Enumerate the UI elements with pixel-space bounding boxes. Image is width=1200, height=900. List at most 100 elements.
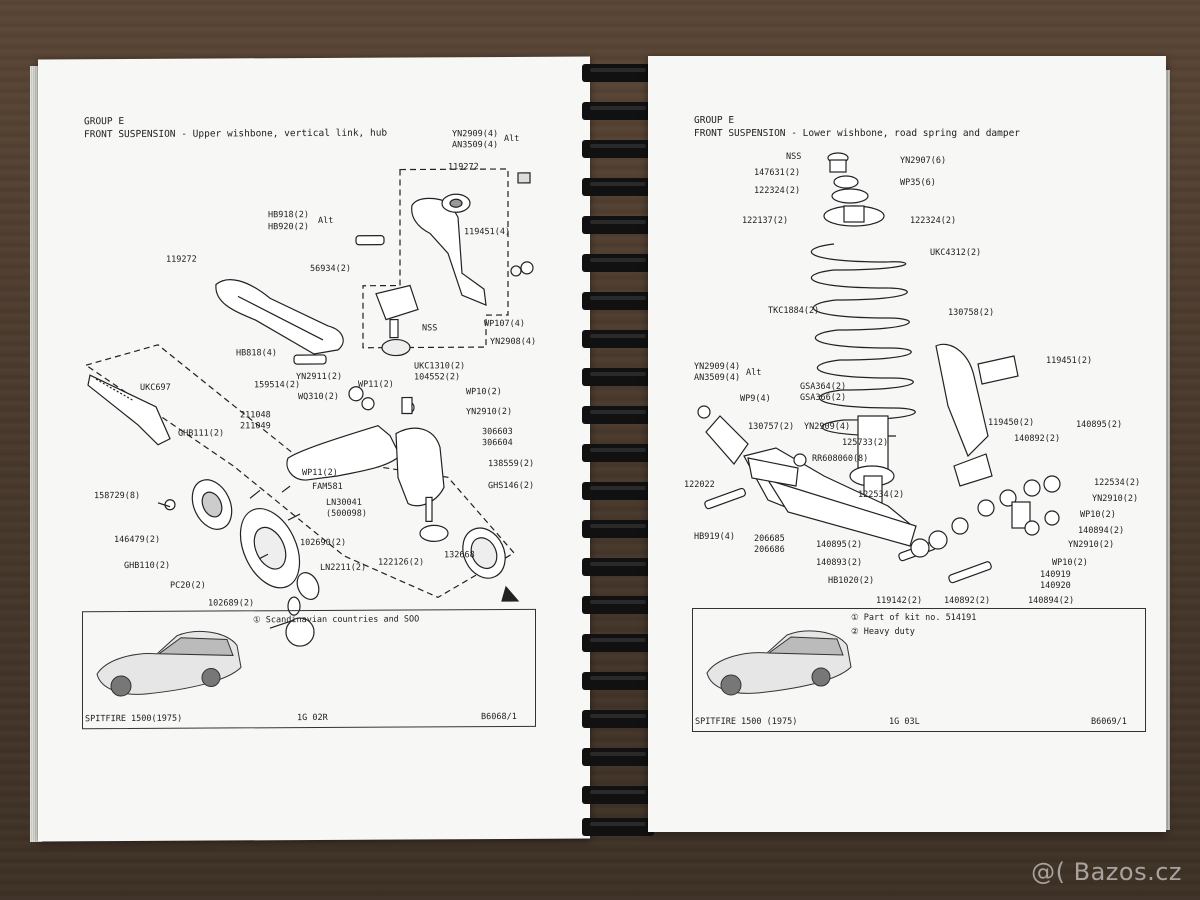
car-illustration	[706, 630, 852, 696]
part-label: WP35(6)	[900, 178, 936, 188]
part-label: 158729(8)	[94, 490, 141, 502]
part-label: WP11(2)	[358, 379, 394, 390]
part-label: 140895(2)	[1076, 420, 1123, 430]
part-label: GSA364(2)	[800, 382, 847, 392]
part-label: 56934(2)	[310, 263, 351, 275]
part-label: 306604	[482, 437, 513, 449]
left-exploded-diagram	[84, 168, 534, 647]
part-label: 140894(2)	[1078, 526, 1125, 536]
right-exploded-diagram	[697, 152, 1061, 584]
right-note-1: ① Part of kit no. 514191	[851, 613, 977, 623]
part-label: YN2910(2)	[1068, 540, 1115, 550]
part-label: 102690(2)	[300, 537, 347, 549]
binding-coil	[582, 634, 654, 652]
part-label: AN3509(4)	[694, 373, 741, 383]
part-label: 147631(2)	[754, 168, 801, 178]
part-label: 125733(2)	[842, 438, 889, 448]
part-label: HB920(2)	[268, 222, 309, 233]
part-label: LN30041	[326, 497, 362, 508]
right-note-2-text: Heavy duty	[863, 627, 915, 637]
part-label: YN2909(4)	[804, 422, 851, 432]
car-illustration	[96, 631, 242, 697]
part-label: UKC697	[140, 382, 171, 393]
part-label: YN2910(2)	[1092, 494, 1139, 504]
part-label: 119451(4)	[464, 226, 511, 238]
part-label: YN2910(2)	[466, 406, 513, 418]
part-label: WP107(4)	[484, 318, 525, 330]
binding-coil	[582, 818, 654, 836]
binding-coil	[582, 216, 654, 234]
left-footer-code: 1G 02R	[297, 712, 328, 724]
left-note-text: Scandinavian countries and SOO	[265, 614, 420, 626]
part-label: 140892(2)	[944, 596, 991, 606]
part-label: NSS	[422, 323, 438, 334]
part-label: YN2911(2)	[296, 371, 343, 383]
right-model-box: ① Part of kit no. 514191 ② Heavy duty SP…	[692, 608, 1146, 732]
part-label: 130758(2)	[948, 308, 995, 318]
part-label: Alt	[504, 133, 520, 145]
binding-coil	[582, 748, 654, 766]
right-group-heading: GROUP E FRONT SUSPENSION - Lower wishbon…	[694, 114, 1020, 140]
left-note: ① Scandinavian countries and SOO	[253, 614, 420, 626]
part-label: 122022	[684, 480, 715, 490]
part-label: 119450(2)	[988, 418, 1035, 428]
part-label: NSS	[786, 152, 802, 162]
part-label: PC20(2)	[170, 580, 206, 591]
right-group-label: GROUP E	[694, 115, 735, 126]
binding-coil	[582, 178, 654, 196]
part-label: 146479(2)	[114, 534, 161, 546]
binding-comb-spine	[582, 58, 654, 838]
part-label: YN2907(6)	[900, 156, 947, 166]
part-label: 122324(2)	[910, 216, 957, 226]
left-catalogue-page: GROUP E FRONT SUSPENSION - Upper wishbon…	[38, 56, 590, 842]
part-label: YN2909(4)	[694, 362, 741, 372]
binding-coil	[582, 710, 654, 728]
binding-coil	[582, 482, 654, 500]
right-catalogue-page: GROUP E FRONT SUSPENSION - Lower wishbon…	[648, 56, 1166, 832]
binding-coil	[582, 444, 654, 462]
site-watermark: @( Bazos.cz	[1031, 858, 1182, 886]
part-label: Alt	[746, 368, 762, 378]
part-label: 122324(2)	[754, 186, 801, 196]
part-label: 211048	[240, 410, 271, 421]
part-label: 104552(2)	[414, 372, 461, 383]
part-label: GSA366(2)	[800, 393, 847, 403]
part-label: 132668	[444, 550, 475, 561]
part-label: UKC4312(2)	[930, 248, 982, 258]
part-label: 102689(2)	[208, 598, 255, 609]
part-label: 140894(2)	[1028, 596, 1075, 606]
part-label: 140895(2)	[816, 540, 863, 550]
binding-coil	[582, 102, 654, 120]
right-footer-model: SPITFIRE 1500 (1975)	[695, 717, 798, 727]
part-label: 119272	[166, 254, 197, 265]
part-label: WP10(2)	[1080, 510, 1116, 520]
part-label: TKC1884(2)	[768, 306, 820, 316]
part-label: 138559(2)	[488, 458, 535, 470]
part-label: 306603	[482, 426, 513, 438]
part-label: 122534(2)	[1094, 478, 1141, 488]
part-label: 122534(2)	[858, 490, 905, 500]
right-footer-code: 1G 03L	[889, 717, 920, 727]
part-label: GHS146(2)	[488, 480, 535, 492]
left-footer-ref: B6068/1	[481, 711, 517, 723]
part-label: HB818(4)	[236, 348, 277, 359]
part-label: Alt	[318, 215, 334, 226]
part-label: 206686	[754, 545, 785, 555]
part-label: 140919	[1040, 570, 1071, 580]
part-label: FAM581	[312, 481, 343, 493]
part-label: LN2211(2)	[320, 562, 367, 573]
part-label: RR608060(8)	[812, 454, 869, 464]
part-label: WP11(2)	[302, 467, 338, 479]
part-label: WP9(4)	[740, 394, 771, 404]
part-label: 159514(2)	[254, 380, 301, 391]
binding-coil	[582, 330, 654, 348]
binding-coil	[582, 558, 654, 576]
part-label: WP10(2)	[1052, 558, 1088, 568]
part-label: (500098)	[326, 508, 367, 519]
binding-coil	[582, 368, 654, 386]
part-label: GHB110(2)	[124, 560, 171, 571]
part-label: GHB111(2)	[178, 428, 225, 439]
binding-coil	[582, 596, 654, 614]
right-footer-ref: B6069/1	[1091, 717, 1127, 727]
binding-coil	[582, 672, 654, 690]
